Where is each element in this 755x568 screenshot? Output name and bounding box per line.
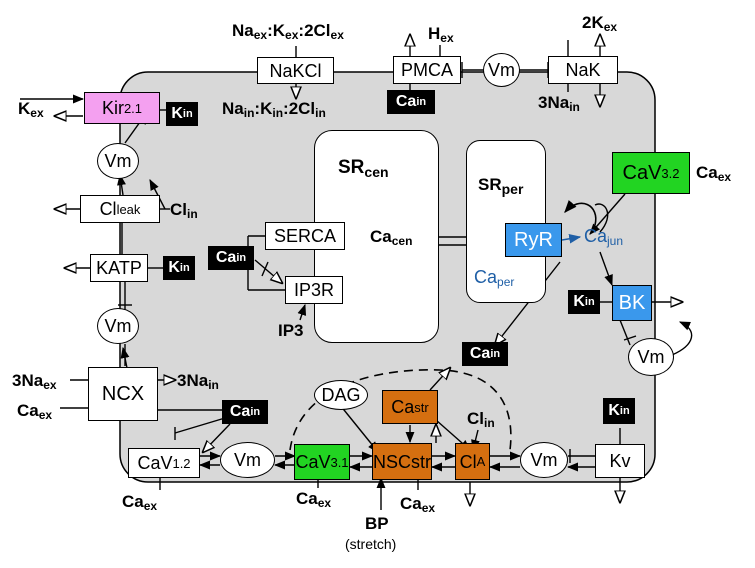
ca-ex-cav31-label: Caex [296,489,332,510]
na3-in-label: 3Nain [177,371,219,392]
bp-label: BP [365,514,389,533]
k2-ex-label: 2Kex [582,13,618,34]
nscstr-box: NSCstr [372,443,432,480]
ca-per-label: Caper [474,267,515,289]
nakcl-intracellular-label: Nain:Kin:2Clin [222,99,326,120]
ca-jun-label: Cajun [584,226,624,248]
k-ex-label: Kex [18,99,44,120]
dag-node: DAG [314,380,368,410]
stretch-label: (stretch) [345,536,397,552]
ca-cen-label: Cacen [370,227,413,248]
na3-in-top-label: 3Nain [538,93,580,114]
pmca-box: PMCA [393,56,461,84]
ip3-label: IP3 [278,321,304,340]
na3-ex-label: 3Naex [12,371,57,392]
vm-node-left-1: Vm [97,143,139,179]
nakcl-extracellular-label: Naex:Kex:2Clex [232,21,344,42]
vm-node-left-2: Vm [97,308,139,344]
vm-node-top: Vm [483,53,520,87]
ca-ex-right-label: Caex [696,163,732,184]
ca-ex-cav12-label: Caex [122,492,158,513]
sr-peripheral-label: SRper [478,175,524,197]
bk-box: BK [612,285,652,321]
serca-box: SERCA [265,222,345,250]
katp-box: KATP [90,254,148,282]
cl-in-cla-label: Clin [467,409,495,430]
sr-central-label: SRcen [338,157,389,180]
vm-node-bk: Vm [628,338,674,376]
stretch-compartment-dashed [289,368,512,451]
nak-box: NaK [548,56,618,84]
sr-peripheral-compartment [466,140,546,303]
vm-node-bottom-left: Vm [220,442,275,478]
ryr-box: RyR [505,223,562,257]
kv-box: Kv [595,444,645,478]
ca-ex-left-label: Caex [17,401,53,422]
ncx-box: NCX [88,367,158,421]
h-ex-label: Hex [428,24,454,45]
cl-in-label: Clin [170,200,198,221]
ip3r-box: IP3R [285,276,343,304]
ca-ex-nsc-label: Caex [400,494,436,515]
nakcl-box: NaKCl [257,57,334,84]
vm-node-bottom-right: Vm [520,442,568,478]
